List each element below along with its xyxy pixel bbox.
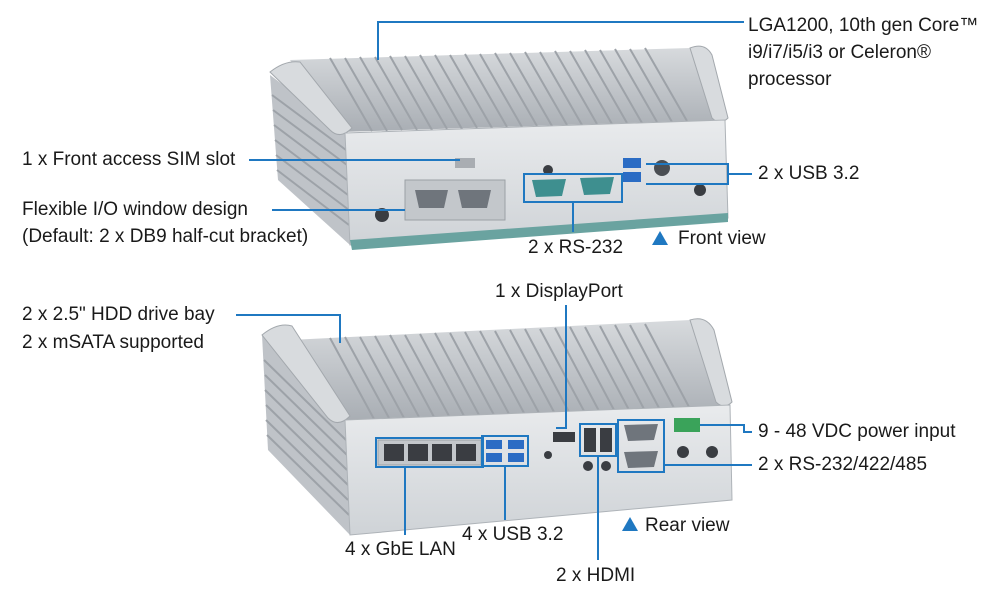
hdmi-label: 2 x HDMI: [556, 565, 636, 586]
lan-port-icon: [456, 444, 476, 461]
db9-port-icon: [415, 190, 448, 208]
hdmi-port-icon: [600, 428, 612, 452]
power-terminal-icon: [674, 418, 700, 432]
lan-port-icon: [408, 444, 428, 461]
serial-port-icon: [624, 424, 658, 441]
front-view-label: Front view: [678, 228, 766, 249]
serial-label: 2 x RS-232/422/485: [758, 454, 928, 475]
front-usb-label: 2 x USB 3.2: [758, 163, 860, 184]
rear-view-device: [261, 318, 733, 536]
io-window-label-line1: Flexible I/O window design: [22, 199, 248, 220]
rs232-port-icon: [532, 179, 566, 197]
callout-displayport: [556, 305, 567, 429]
front-view-triangle-icon: [652, 231, 668, 245]
serial-port-icon: [624, 451, 658, 468]
usb-port-icon: [623, 158, 641, 168]
usb-port-icon: [508, 440, 524, 449]
front-heatsink-top: [290, 48, 725, 132]
rear-right-handle: [689, 318, 733, 407]
rear-fins: [329, 323, 690, 420]
callout-hdd: [236, 314, 341, 343]
hdd-label-line1: 2 x 2.5" HDD drive bay: [22, 304, 215, 325]
cpu-label-line1: LGA1200, 10th gen Core™: [748, 15, 979, 36]
displayport-icon: [553, 432, 575, 442]
front-led-icon: [694, 184, 706, 196]
power-input-label: 9 - 48 VDC power input: [758, 421, 956, 442]
hdd-label-line2: 2 x mSATA supported: [22, 332, 204, 353]
cpu-label-line3: processor: [748, 69, 832, 90]
callout-front-usb: [646, 163, 752, 175]
front-left-handle: [269, 61, 353, 135]
hdmi-port-icon: [584, 428, 596, 452]
io-window-label-line2: (Default: 2 x DB9 half-cut bracket): [22, 226, 309, 247]
sim-slot-icon: [455, 158, 475, 168]
usb-port-icon: [486, 440, 502, 449]
usb-port-icon: [623, 172, 641, 182]
cpu-label-line2: i9/i7/i5/i3 or Celeron®: [748, 42, 931, 63]
power-button-icon: [654, 160, 670, 176]
displayport-label: 1 x DisplayPort: [495, 281, 623, 302]
callout-serial-box: [617, 419, 665, 473]
rear-left-handle: [261, 324, 351, 423]
lan-port-icon: [432, 444, 452, 461]
rear-side-fins: [262, 335, 350, 535]
rear-heatsink-top: [290, 320, 730, 420]
rs232-port-icon: [580, 177, 614, 195]
rear-view-triangle-icon: [622, 517, 638, 531]
lan-label: 4 x GbE LAN: [345, 539, 456, 560]
sim-slot-label: 1 x Front access SIM slot: [22, 149, 236, 170]
callout-cpu: [377, 21, 744, 60]
callout-lines: [236, 21, 752, 560]
callout-power: [700, 424, 752, 433]
usb-port-icon: [486, 453, 502, 462]
usb-port-icon: [508, 453, 524, 462]
front-base-strip: [350, 213, 728, 250]
rs232-label: 2 x RS-232: [528, 237, 624, 258]
front-fins: [329, 47, 688, 132]
front-view-device: [269, 45, 729, 250]
db9-port-icon: [458, 190, 491, 208]
rear-view-label: Rear view: [645, 515, 730, 536]
front-led-icon: [375, 208, 389, 222]
rear-usb-label: 4 x USB 3.2: [462, 524, 564, 545]
lan-port-icon: [384, 444, 404, 461]
